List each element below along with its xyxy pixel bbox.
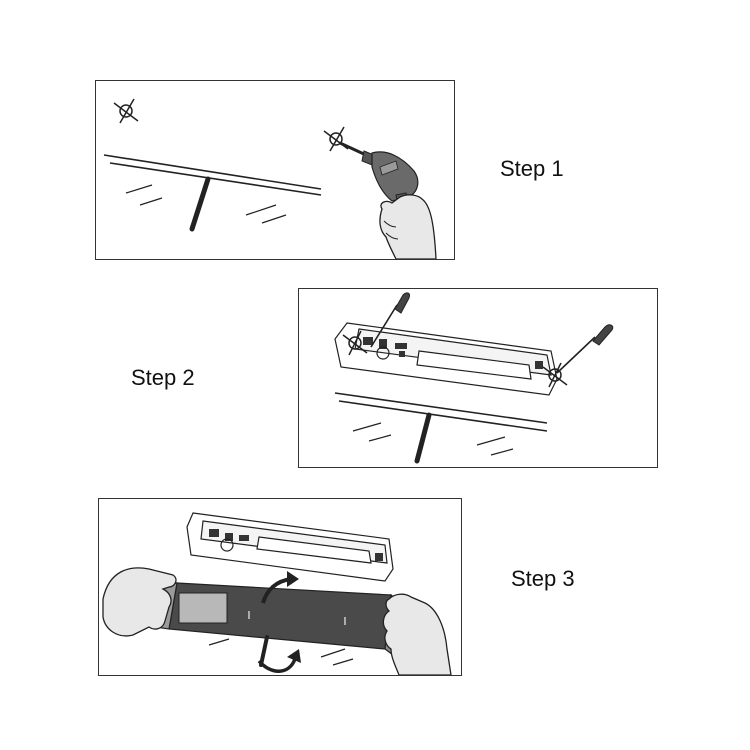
left-hand-icon bbox=[102, 567, 177, 637]
screw-point-right-crosshair-icon bbox=[542, 362, 568, 388]
circuit-components bbox=[209, 529, 383, 561]
hand-holding-drill-icon bbox=[379, 194, 437, 259]
drill-point-crosshair-icon bbox=[323, 126, 349, 152]
rotate-arrow-icon bbox=[257, 649, 301, 673]
crosshair-marker-icon bbox=[113, 98, 139, 124]
step-1-label: Step 1 bbox=[500, 156, 564, 181]
cover-housing bbox=[154, 582, 400, 657]
ceiling-surface bbox=[334, 392, 548, 432]
reflection-marks bbox=[352, 422, 514, 456]
mounting-bracket bbox=[334, 322, 558, 396]
mounting-rod bbox=[414, 412, 432, 464]
power-drill-icon bbox=[339, 141, 419, 226]
screwdriver-right-icon bbox=[556, 324, 614, 374]
mounting-rod bbox=[189, 176, 211, 232]
lift-up-arrow-icon bbox=[261, 571, 299, 604]
reflection-marks bbox=[208, 638, 354, 666]
step-3-panel bbox=[98, 498, 462, 676]
step-3-illustration bbox=[102, 512, 452, 675]
mounting-bracket bbox=[186, 512, 394, 582]
reflection-marks bbox=[125, 184, 287, 224]
step-3-label: Step 3 bbox=[511, 566, 575, 591]
step-1-illustration bbox=[103, 98, 437, 259]
step-2-illustration bbox=[334, 292, 614, 464]
step-1-panel bbox=[95, 80, 455, 260]
screwdriver-left-icon bbox=[370, 292, 410, 348]
step-2-panel bbox=[298, 288, 658, 468]
ceiling-surface bbox=[103, 154, 322, 196]
circuit-components bbox=[363, 337, 543, 369]
screw-point-left-crosshair-icon bbox=[342, 330, 368, 356]
right-hand-icon bbox=[382, 593, 452, 675]
step-2-label: Step 2 bbox=[131, 365, 195, 390]
mounting-rod bbox=[259, 635, 269, 667]
